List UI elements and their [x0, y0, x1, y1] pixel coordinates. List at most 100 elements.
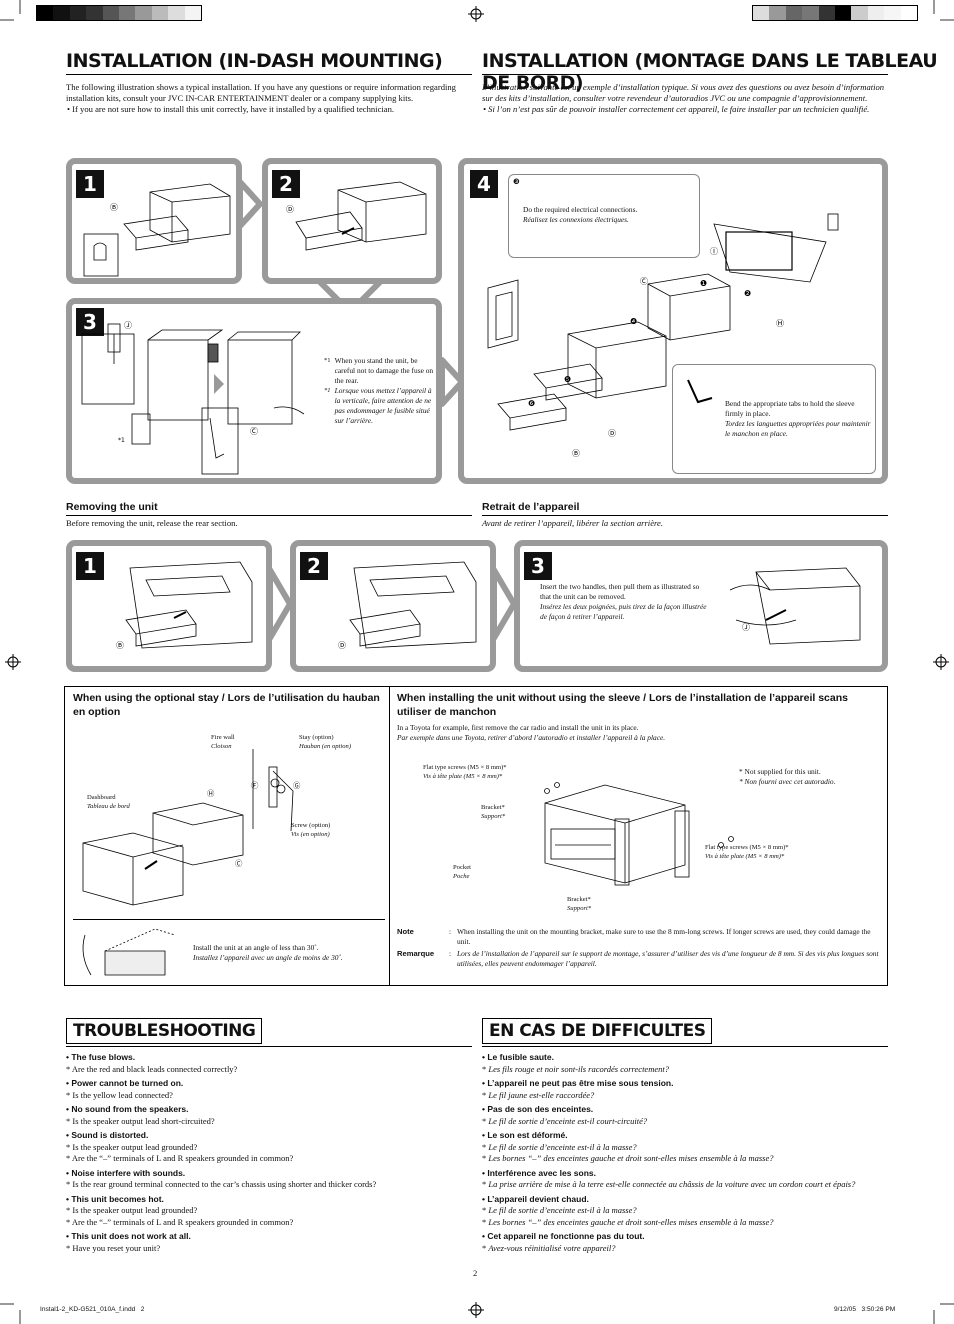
troubleshooting-title-fr: EN CAS DE DIFFICULTES: [482, 1018, 713, 1044]
label-c: Ⓒ: [250, 427, 258, 436]
sleeve-illustration-icon: [544, 782, 734, 886]
registration-mark-bottom-icon: [468, 1302, 484, 1318]
troubleshooting-question-fr: • Le fusible saute.: [482, 1052, 554, 1062]
screws-label: Flat type screws (M5 × 8 mm)*Vis à tête …: [423, 764, 507, 780]
troubleshooting-answer-en: * Is the yellow lead connected?: [66, 1089, 173, 1100]
troubleshooting-answer-fr: * Les bornes “–” des enceintes gauche et…: [482, 1216, 774, 1227]
stay-label: Stay (option)Hauban (en option): [299, 734, 352, 750]
label-d: Ⓓ: [286, 205, 294, 214]
troubleshooting-question-en: • This unit does not work at all.: [66, 1231, 191, 1241]
step1-panel: 1 Ⓑ: [66, 158, 242, 284]
registration-mark-left-icon: [5, 654, 21, 670]
remove-label-d: Ⓓ: [338, 641, 346, 650]
callout-text: Do the required electrical connections. …: [523, 205, 638, 224]
label-j: Ⓙ: [124, 321, 132, 330]
troubleshooting-question-en: • Sound is distorted.: [66, 1130, 149, 1140]
bracket2-label: Bracket*Support*: [567, 896, 592, 912]
troubleshooting-question-fr: • L’appareil ne peut pas être mise sous …: [482, 1078, 674, 1088]
optional-installation-box: When using the optional stay / Lors de l…: [64, 686, 888, 986]
removing-text-fr: Avant de retirer l’appareil, libérer la …: [482, 518, 663, 528]
step2-panel: 2 Ⓓ: [262, 158, 442, 284]
remove-step1-number: 1: [76, 552, 104, 580]
num-5: ❺: [564, 375, 571, 384]
angle-illustration-icon: [82, 928, 176, 976]
step2-illustration-icon: Ⓓ: [286, 181, 427, 251]
title-en: INSTALLATION (IN-DASH MOUNTING): [66, 50, 443, 72]
remarque-row: Remarque : Lors de l’installation de l’a…: [397, 949, 879, 968]
troubleshooting-answer-fr: * Le fil jaune est-elle raccordée?: [482, 1089, 595, 1100]
remove-label-b: Ⓑ: [116, 641, 124, 650]
footer-file-name: Instal1-2_KD-G521_010A_f.indd 2: [40, 1306, 145, 1313]
stay-title: When using the optional stay / Lors de l…: [73, 692, 380, 718]
stay-illustration-icon: [82, 749, 294, 906]
title-fr: INSTALLATION (MONTAGE DANS LE TABLEAU DE…: [482, 50, 938, 94]
step2-number: 2: [272, 170, 300, 198]
removing-title-fr: Retrait de l’appareil: [482, 501, 580, 513]
star-mark: *1: [118, 437, 125, 444]
label-c-step4: Ⓒ: [640, 277, 648, 286]
troubleshooting-title-en: TROUBLESHOOTING: [66, 1018, 263, 1044]
num-6: ❻: [528, 399, 535, 408]
troubleshooting-question-en: • Power cannot be turned on.: [66, 1078, 184, 1088]
color-bar-left: [36, 5, 202, 21]
troubleshooting-answer-en: * Is the rear ground terminal connected …: [66, 1179, 377, 1189]
label-d-step4: Ⓓ: [608, 429, 616, 438]
stay-label-c: Ⓒ: [235, 859, 243, 868]
step3-number: 3: [76, 308, 104, 336]
footer-timestamp: 9/12/05 3:50:26 PM: [834, 1306, 896, 1313]
troubleshooting-answer-fr: * Les fils rouge et noir sont-ils racord…: [482, 1063, 669, 1074]
step4-connections-callout: ❸ Do the required electrical connections…: [508, 174, 700, 258]
step4-illustration-icon: Ⓘ Ⓒ ❶ ❷ Ⓗ ❹ ❺ ❻ Ⓓ Ⓑ: [487, 213, 839, 458]
step1-number: 1: [76, 170, 104, 198]
registration-mark-right-icon: [933, 654, 949, 670]
note-row: Note : When installing the unit on the m…: [397, 927, 871, 946]
intro-fr: L’illustration suivante est un exemple d…: [482, 82, 885, 115]
registration-mark-top-icon: [468, 6, 484, 22]
not-supplied-note: * Not supplied for this unit. * Non four…: [739, 767, 836, 786]
removing-title-en: Removing the unit: [66, 501, 158, 513]
stay-label-g: Ⓖ: [293, 781, 301, 790]
screw-label: Screw (option)Vis (en option): [291, 822, 331, 838]
removing-text-en: Before removing the unit, release the re…: [66, 518, 238, 528]
troubleshooting-answer-fr: * Le fil de sortie d’enceinte est-il cou…: [482, 1115, 648, 1126]
label-b-step4: Ⓑ: [572, 449, 580, 458]
color-bar-right: [752, 5, 918, 21]
callout-number: ❸: [513, 177, 520, 186]
stay-label-h: Ⓗ: [207, 789, 215, 798]
remove-step1-illustration-icon: Ⓑ: [116, 561, 253, 650]
troubleshooting-answer-fr: * Le fil de sortie d’enceinte est-il à l…: [482, 1205, 637, 1215]
num-1: ❶: [700, 279, 707, 288]
step4-tabs-callout: Bend the appropriate tabs to hold the sl…: [672, 364, 876, 474]
troubleshooting-question-fr: • Pas de son des enceintes.: [482, 1104, 594, 1114]
troubleshooting-answer-en: * Are the red and black leads connected …: [66, 1063, 238, 1074]
sleeve-intro: In a Toyota for example, first remove th…: [397, 723, 666, 742]
troubleshooting-question-en: • Noise interfere with sounds.: [66, 1167, 186, 1178]
remove-step1-panel: 1 Ⓑ: [66, 540, 272, 672]
screws2-label: Flat type screws (M5 × 8 mm)*Vis à tête …: [705, 844, 789, 860]
troubleshooting-answer-en: * Is the speaker output lead grounded?: [66, 1141, 198, 1152]
label-h-step4: Ⓗ: [776, 319, 784, 328]
intro-en: The following illustration shows a typic…: [66, 82, 456, 115]
angle-text: Install the unit at an angle of less tha…: [193, 943, 343, 962]
page-number: 2: [473, 1268, 478, 1278]
remove-step3-number: 3: [524, 552, 552, 580]
troubleshooting-answer-en: * Have you reset your unit?: [66, 1242, 161, 1253]
troubleshooting-answer-en: * Is the speaker output lead grounded?: [66, 1205, 198, 1215]
troubleshooting-list-fr: • Le fusible saute.* Les fils rouge et n…: [482, 1052, 888, 1254]
bracket-label: Bracket*Support*: [481, 804, 506, 820]
remove-step2-illustration-icon: Ⓓ: [338, 561, 477, 650]
troubleshooting-question-en: • This unit becomes hot.: [66, 1193, 164, 1204]
troubleshooting-list-en: • The fuse blows.* Are the red and black…: [66, 1052, 472, 1254]
step4-number: 4: [470, 170, 498, 198]
step3-illustration-icon: Ⓙ Ⓒ *1: [81, 321, 305, 475]
stay-label-f: Ⓕ: [251, 781, 259, 790]
troubleshooting-answer-en: * Is the speaker output lead short-circu…: [66, 1115, 215, 1126]
troubleshooting-question-fr: • Interférence avec les sons.: [482, 1167, 597, 1178]
remove-label-j: Ⓙ: [742, 623, 750, 632]
num-4: ❹: [630, 317, 637, 326]
step1-illustration-icon: Ⓑ: [83, 183, 231, 277]
